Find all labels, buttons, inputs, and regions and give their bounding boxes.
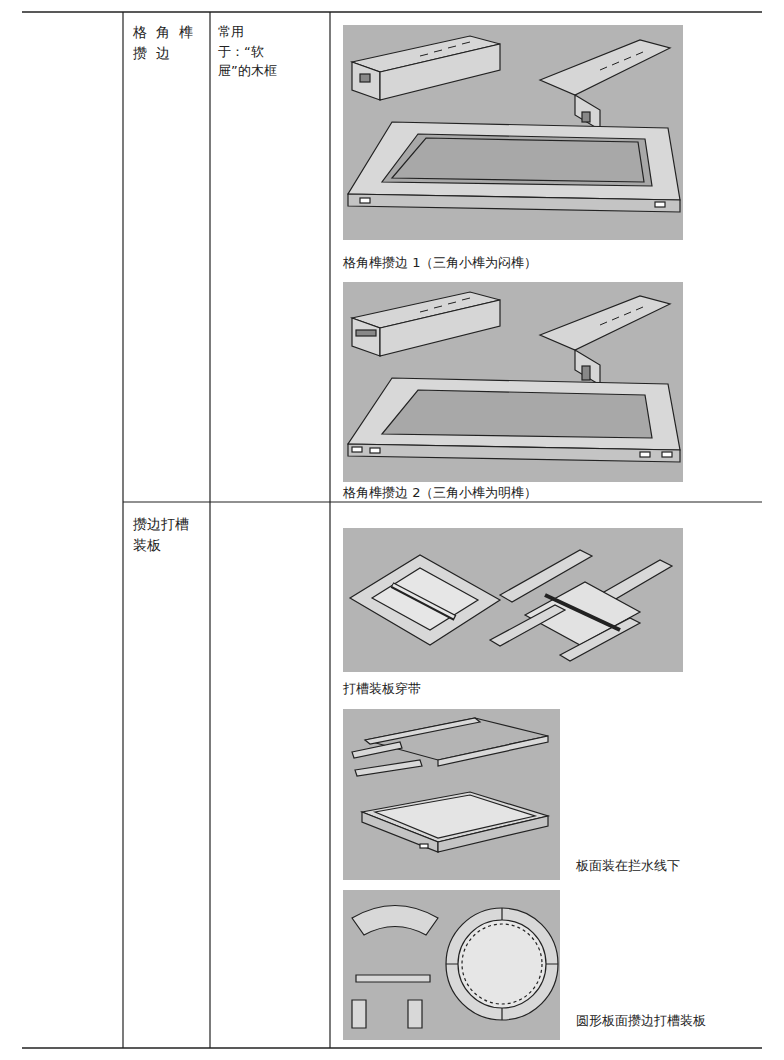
row-heading: 格角榫攒边 xyxy=(133,22,209,64)
figure-caption: 格角榫攒边 2（三角小榫为明榫） xyxy=(343,483,683,503)
board-photo-4 xyxy=(343,709,560,880)
figure-caption: 圆形板面攒边打槽装板 xyxy=(576,1011,756,1031)
row-heading: 攒边打槽装板 xyxy=(133,514,195,556)
board-photo-3 xyxy=(343,528,683,672)
table-rules xyxy=(22,12,762,1048)
figure-caption: 打槽装板穿带 xyxy=(343,679,683,699)
figure-caption: 格角榫攒边 1（三角小榫为闷榫） xyxy=(343,253,683,273)
usage-note: 常用于：“软屉”的木框 xyxy=(218,22,286,81)
round-board-photo-5 xyxy=(343,890,560,1040)
joint-photo-1 xyxy=(343,25,683,240)
figure-caption: 板面装在拦水线下 xyxy=(576,856,756,876)
joint-photo-2 xyxy=(343,282,683,482)
